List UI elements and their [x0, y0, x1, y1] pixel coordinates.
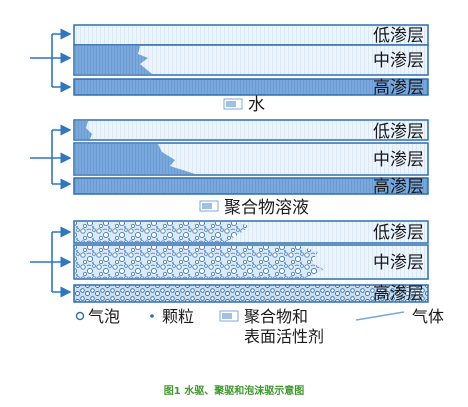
- foam-flooding-group: 低渗层 中渗层 高渗层: [30, 220, 429, 304]
- bubble-icon: [75, 311, 85, 321]
- foam-front-low: [75, 222, 250, 242]
- polymer-front-mid: [75, 144, 195, 174]
- injection-arrows: [30, 226, 72, 298]
- layer-high: [73, 78, 429, 96]
- legend-bubble: 气泡: [88, 307, 120, 326]
- polymer-flooding-group: 低渗层 中渗层 高渗层 聚合物溶液: [30, 119, 429, 218]
- legend-polymer-line1: 聚合物和: [244, 307, 308, 326]
- layer-low: [73, 119, 429, 141]
- layer-high-label: 高渗层: [373, 284, 424, 304]
- foam-front-mid: [75, 246, 324, 278]
- polymer-caption: 聚合物溶液: [224, 198, 309, 218]
- layer-mid-label: 中渗层: [373, 150, 424, 170]
- legend-particle: 颗粒: [162, 307, 194, 326]
- injection-arrows: [30, 124, 72, 190]
- layer-low-label: 低渗层: [373, 223, 424, 243]
- water-symbol-icon: [223, 98, 243, 110]
- legend-gas: 气体: [412, 307, 444, 326]
- legend: 气泡 颗粒 聚合物和 表面活性剂 气体: [75, 307, 444, 346]
- injection-arrows: [30, 28, 72, 93]
- water-caption: 水: [248, 95, 265, 115]
- layer-low-label: 低渗层: [373, 122, 424, 142]
- water-flooding-group: 低渗层 中渗层 高渗层 水: [30, 24, 429, 115]
- layer-high-label: 高渗层: [373, 177, 424, 197]
- layer-high-label: 高渗层: [373, 78, 424, 98]
- gas-icon: [355, 311, 405, 321]
- figure-caption: 图1 水驱、聚驱和泡沫驱示意图: [163, 386, 305, 397]
- layer-high: [73, 177, 429, 195]
- polymer-symbol-icon: [199, 200, 219, 212]
- layer-low-label: 低渗层: [373, 26, 424, 46]
- polymer-front-low: [75, 121, 92, 139]
- water-front-mid: [75, 46, 152, 74]
- legend-polymer-line2: 表面活性剂: [244, 327, 324, 346]
- polymer-surfactant-icon: [219, 310, 239, 322]
- layer-mid-label: 中渗层: [373, 253, 424, 273]
- particle-icon: [150, 314, 154, 318]
- layer-high: [73, 284, 429, 303]
- layer-mid-label: 中渗层: [373, 51, 424, 71]
